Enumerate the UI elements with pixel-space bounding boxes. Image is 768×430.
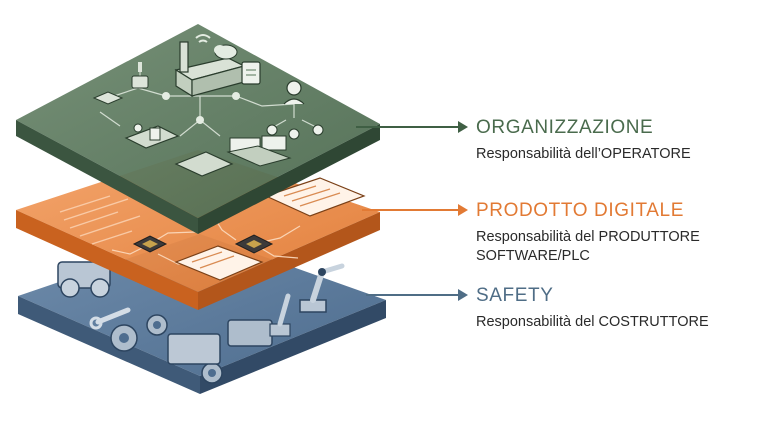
arrow-right-icon [458, 204, 468, 216]
digital-product-subtitle-line2: SOFTWARE/PLC [476, 248, 590, 264]
machine-icon [57, 261, 111, 298]
wifi-icon [195, 34, 211, 43]
code-lines [59, 195, 141, 245]
network-node-icon [162, 92, 240, 124]
connector-safety [366, 289, 468, 301]
robot-arm-icon [269, 263, 345, 337]
machine-block-icon [167, 319, 273, 365]
safety-title: SAFETY [476, 285, 554, 306]
wrench-icon [89, 307, 131, 330]
connector-organization [356, 121, 468, 133]
digital-product-layer-right-side [198, 212, 380, 310]
arrow-right-icon [458, 121, 468, 133]
safety-layer-left-side [18, 296, 200, 394]
organization-subtitle: Responsabilità dell’OPERATORE [476, 146, 691, 162]
cloud-icon [214, 44, 238, 60]
gear-icon [110, 314, 223, 384]
organization-label: ORGANIZZAZIONE Responsabilità dell’OPERA… [476, 117, 691, 164]
digital-product-subtitle: Responsabilità del PRODUTTORE SOFTWARE/P… [476, 228, 700, 266]
factory-icon [174, 41, 246, 98]
safety-layer-right-side [200, 300, 386, 394]
router-icon [92, 62, 149, 105]
safety-subtitle: Responsabilità del COSTRUTTORE [476, 314, 709, 330]
organization-layer-right-side [198, 124, 380, 234]
organization-layer-left-side [16, 120, 198, 234]
operator-desk-icon [124, 123, 180, 149]
safety-label: SAFETY Responsabilità del COSTRUTTORE [476, 285, 709, 332]
digital-product-title: PRODOTTO DIGITALE [476, 200, 684, 221]
org-chart-icon [266, 80, 324, 140]
arrow-right-icon [458, 289, 468, 301]
chip-icon [132, 234, 274, 254]
digital-product-label: PRODOTTO DIGITALE Responsabilità del PRO… [476, 200, 700, 266]
control-room-icon [174, 135, 292, 177]
organization-title: ORGANIZZAZIONE [476, 117, 654, 138]
digital-product-subtitle-line1: Responsabilità del PRODUTTORE [476, 229, 700, 245]
code-window-icon [174, 177, 366, 281]
connector-digital-product [362, 204, 468, 216]
digital-product-layer-left-side [16, 210, 198, 310]
organization-layer [16, 24, 380, 234]
document-icon [241, 61, 261, 85]
